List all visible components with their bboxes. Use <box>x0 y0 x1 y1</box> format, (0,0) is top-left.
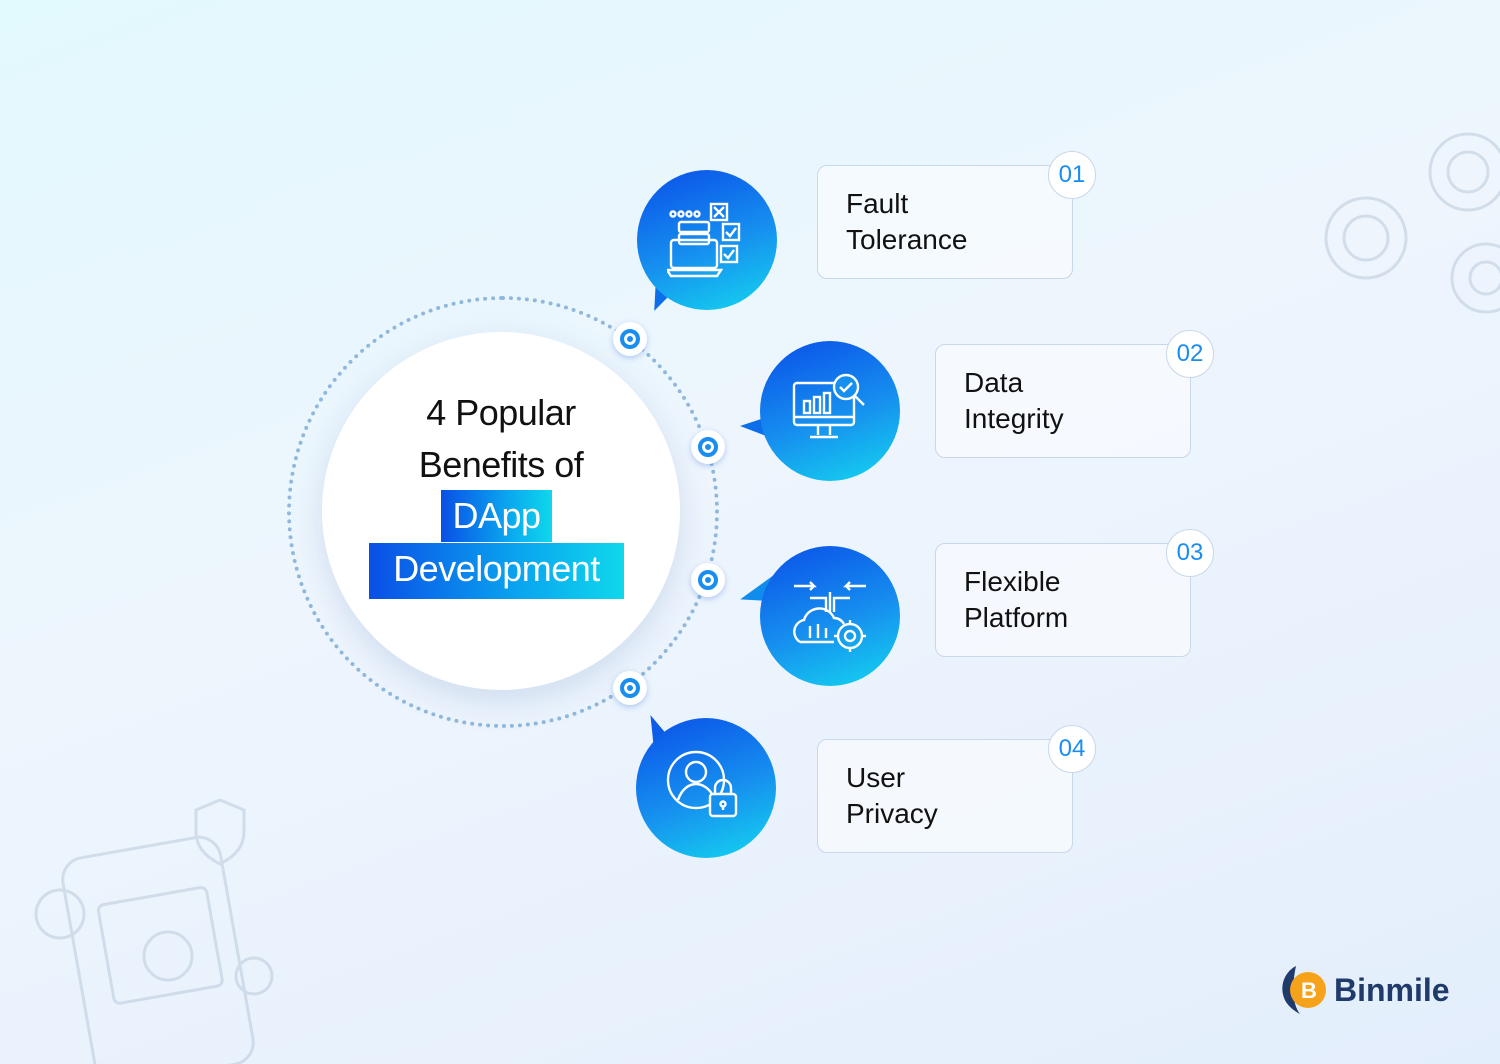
title-line-1: 4 Popular <box>426 392 576 433</box>
benefit-title-2-line1: Data <box>964 367 1024 398</box>
benefit-title-3-line2: Platform <box>964 602 1069 633</box>
connector-dot-1 <box>613 322 647 356</box>
binmile-logo-icon: B <box>1282 966 1326 1014</box>
benefit-bubble-2 <box>760 341 900 481</box>
svg-text:B: B <box>1301 978 1317 1003</box>
crypto-phone-decoration-icon <box>34 798 274 1064</box>
brand-name: Binmile <box>1334 972 1450 1008</box>
benefit-title-1-line2: Tolerance <box>846 224 968 255</box>
connector-dot-2 <box>691 430 725 464</box>
server-checklist-icon <box>667 202 741 278</box>
monitor-analytics-icon <box>792 373 865 439</box>
benefit-title-4-line1: User <box>846 762 906 793</box>
title-highlight-development: Development <box>369 543 624 599</box>
dotted-ring <box>287 296 719 728</box>
user-lock-icon <box>666 750 738 818</box>
cloud-settings-icon <box>793 581 866 652</box>
benefit-bubble-1 <box>637 170 777 310</box>
connector-dot-3 <box>691 563 725 597</box>
gears-decoration-icon <box>1324 132 1500 314</box>
benefit-bubble-4 <box>636 718 776 858</box>
title-highlight-dapp: DApp <box>441 490 552 542</box>
benefit-title-2-line2: Integrity <box>964 403 1064 434</box>
title-line-2: Benefits of <box>418 444 584 485</box>
benefit-title-4-line2: Privacy <box>846 798 938 829</box>
benefit-title-1-line1: Fault <box>846 188 909 219</box>
benefit-number-1: 01 <box>1048 151 1096 199</box>
benefit-number-2: 02 <box>1166 330 1214 378</box>
benefit-bubble-3 <box>760 546 900 686</box>
benefit-title-3-line1: Flexible <box>964 566 1061 597</box>
connector-dot-4 <box>613 671 647 705</box>
benefit-number-4: 04 <box>1048 725 1096 773</box>
benefit-number-3: 03 <box>1166 529 1214 577</box>
